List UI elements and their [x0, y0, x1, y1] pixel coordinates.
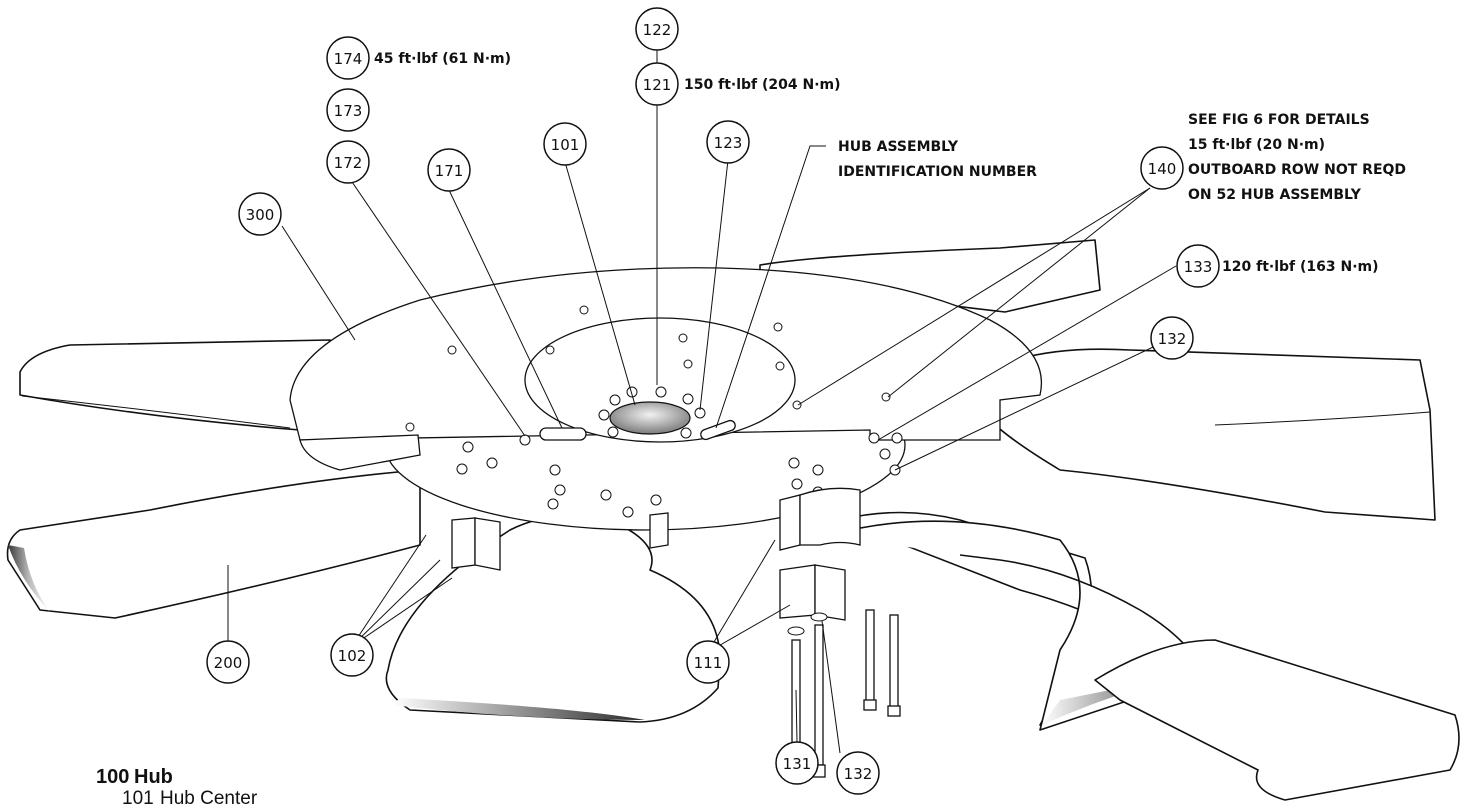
balloon-122: 122	[635, 7, 679, 51]
svg-text:101: 101	[551, 136, 580, 154]
svg-text:173: 173	[334, 102, 363, 120]
hub-slot-left	[539, 427, 587, 441]
blade-left	[6, 469, 421, 619]
balloon-174: 174	[326, 36, 370, 80]
svg-text:131: 131	[783, 755, 812, 773]
hub-nuts	[405, 305, 903, 518]
legend-item-row: 101 Hub Center	[96, 788, 257, 810]
torque-callout-133: 120 ft·lbf (163 N·m)	[1222, 259, 1379, 275]
fig6-callout-line3: OUTBOARD ROW NOT REQD	[1188, 162, 1406, 178]
balloon-131: 131	[775, 741, 819, 785]
svg-text:140: 140	[1148, 160, 1177, 178]
legend-item-title: Hub Center	[160, 788, 258, 809]
balloon-200: 200	[206, 640, 250, 684]
blade-front-left	[385, 515, 721, 723]
fig6-callout-line1: SEE FIG 6 FOR DETAILS	[1188, 112, 1370, 128]
parts-legend: 100 Hub 101 Hub Center	[96, 766, 257, 810]
svg-text:122: 122	[643, 21, 672, 39]
torque-callout-121: 150 ft·lbf (204 N·m)	[684, 77, 841, 93]
hub-id-plate	[700, 419, 736, 441]
svg-text:174: 174	[334, 50, 363, 68]
svg-text:171: 171	[435, 162, 464, 180]
svg-text:121: 121	[643, 76, 672, 94]
svg-text:123: 123	[714, 134, 743, 152]
hub-center-bore	[609, 401, 691, 435]
balloon-133: 133	[1176, 244, 1220, 288]
hub-disk	[289, 267, 1042, 531]
svg-text:200: 200	[214, 654, 243, 672]
balloon-171: 171	[427, 148, 471, 192]
balloon-101: 101	[543, 122, 587, 166]
svg-text:111: 111	[694, 654, 723, 672]
svg-text:300: 300	[246, 206, 275, 224]
clamp-assembly	[451, 487, 901, 778]
legend-main-number: 100	[96, 766, 130, 788]
balloon-132-upper: 132	[1150, 316, 1194, 360]
svg-text:132: 132	[1158, 330, 1187, 348]
fig6-callout-line4: ON 52 HUB ASSEMBLY	[1188, 187, 1362, 203]
balloon-140: 140	[1140, 146, 1184, 190]
fig6-callout-line2: 15 ft·lbf (20 N·m)	[1188, 137, 1325, 153]
balloon-121: 121	[635, 62, 679, 106]
blade-upper-left	[19, 339, 331, 431]
hub-id-callout-line2: IDENTIFICATION NUMBER	[838, 164, 1037, 180]
legend-item-number: 101	[122, 788, 154, 809]
balloon-123: 123	[706, 120, 750, 164]
balloon-172: 172	[326, 140, 370, 184]
blade-right	[989, 348, 1436, 521]
balloon-102: 102	[330, 633, 374, 677]
balloon-132-lower: 132	[836, 751, 880, 795]
torque-callout-174: 45 ft·lbf (61 N·m)	[374, 51, 511, 67]
legend-main-title: Hub	[134, 766, 173, 788]
balloon-300: 300	[238, 192, 282, 236]
svg-text:102: 102	[338, 647, 367, 665]
svg-text:172: 172	[334, 154, 363, 172]
blade-bottom-right	[1094, 639, 1460, 801]
svg-text:132: 132	[844, 765, 873, 783]
balloon-173: 173	[326, 88, 370, 132]
svg-text:133: 133	[1184, 258, 1213, 276]
legend-main-row: 100 Hub	[96, 766, 257, 788]
balloon-111: 111	[686, 640, 730, 684]
hub-id-callout-line1: HUB ASSEMBLY	[838, 139, 959, 155]
leader-lines	[227, 50, 1177, 754]
